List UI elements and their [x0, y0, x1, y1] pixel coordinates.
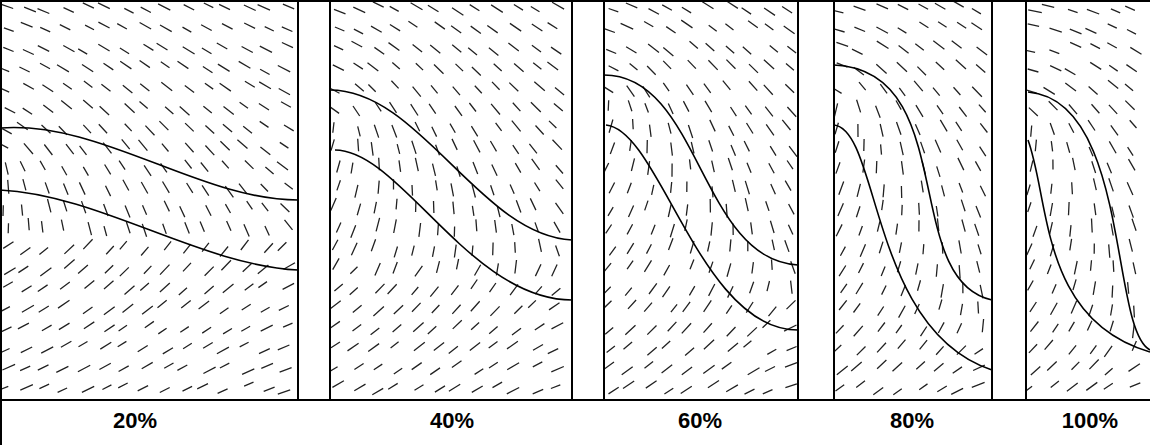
boundary-curve — [330, 90, 572, 240]
percent-label: 60% — [678, 408, 722, 434]
panel-border — [297, 0, 299, 400]
panel-border — [0, 0, 1150, 2]
panel-border — [1025, 0, 1027, 400]
director-dashes — [1026, 4, 1142, 392]
boundary-curve — [606, 125, 798, 330]
boundary-curve — [834, 125, 992, 370]
director-dashes — [0, 3, 295, 394]
panel-border — [0, 0, 2, 445]
boundary-curve — [1028, 140, 1150, 352]
percent-label: 40% — [430, 408, 474, 434]
percent-label: 80% — [890, 408, 934, 434]
panel-border — [991, 0, 993, 400]
boundary-curves — [0, 65, 1150, 370]
boundary-curve — [335, 150, 572, 300]
percent-label: 100% — [1062, 408, 1118, 434]
panel-border — [603, 0, 605, 400]
dash-field — [0, 1, 1141, 394]
boundary-curve — [0, 127, 298, 200]
panel-border — [0, 399, 1150, 401]
director-dashes — [604, 2, 797, 395]
panel-border — [797, 0, 799, 400]
director-dashes — [834, 1, 987, 394]
director-dashes — [330, 2, 564, 395]
panel-border — [571, 0, 573, 400]
panel-border — [833, 0, 835, 400]
panel-border — [329, 0, 331, 400]
boundary-curve — [834, 65, 992, 300]
percent-label: 20% — [113, 408, 157, 434]
boundary-curve — [604, 75, 798, 265]
boundary-curve — [0, 190, 298, 270]
